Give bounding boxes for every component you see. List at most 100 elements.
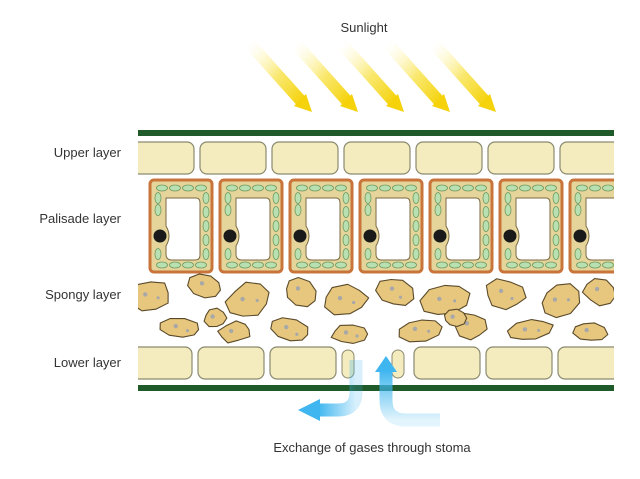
chloroplast (434, 192, 442, 204)
spongy-cell-body (506, 318, 554, 340)
spongy-cell (217, 320, 251, 344)
spongy-cell (330, 324, 369, 344)
chloroplast (519, 261, 531, 269)
sun-ray-arrowhead (294, 94, 312, 112)
gas-out-arrowhead (298, 399, 320, 421)
leaf-tissue (138, 130, 629, 391)
chloroplast (156, 184, 168, 192)
chloroplast (552, 234, 560, 246)
chloroplast (322, 261, 334, 269)
gas-exchange-caption: Exchange of gases through stoma (273, 440, 471, 455)
spongy-cell-body (398, 319, 443, 343)
nucleus (573, 229, 587, 243)
chloroplast (574, 192, 582, 204)
palisade-vacuole (305, 197, 341, 261)
spongy-cell (187, 273, 222, 299)
chloroplast (623, 193, 629, 204)
chloroplast (576, 261, 588, 269)
palisade-vacuole (165, 197, 201, 261)
spongy-cell-body (485, 278, 527, 311)
nucleus (503, 229, 517, 243)
sun-ray (337, 39, 399, 107)
chloroplast (154, 204, 162, 216)
palisade-vacuole (585, 197, 614, 261)
spongy-cell-body (159, 318, 200, 338)
upper-cuticle (138, 130, 614, 136)
upper-epidermis-cell (559, 141, 614, 175)
chloroplast (224, 204, 232, 216)
spongy-cell-body (187, 273, 222, 299)
upper-layer-label: Upper layer (54, 145, 122, 160)
chloroplast (436, 261, 448, 269)
gas-in-arrowhead (375, 356, 397, 372)
spongy-cell-body (324, 283, 370, 316)
spongy-cell (203, 307, 228, 328)
spongy-cell-body (203, 307, 228, 328)
lower-epidermis-cell (138, 346, 193, 380)
chloroplast (272, 192, 280, 204)
spongy-cell-spot (522, 327, 528, 332)
nucleus (293, 229, 307, 243)
chloroplast (195, 261, 207, 269)
chloroplast (616, 262, 627, 268)
spongy-cell-body (375, 278, 415, 307)
sun-ray (429, 39, 491, 107)
palisade-cell (568, 178, 629, 274)
palisade-cell (498, 178, 564, 274)
chloroplast (202, 248, 210, 260)
lower-layer-label: Lower layer (54, 355, 122, 370)
chloroplast (239, 184, 251, 192)
chloroplast (552, 220, 560, 232)
chloroplast (623, 235, 629, 246)
spongy-cell-body (581, 278, 614, 307)
chloroplast (309, 261, 321, 269)
chloroplast (392, 184, 404, 192)
chloroplast (545, 184, 557, 192)
spongy-cell (375, 278, 415, 307)
chloroplast (412, 206, 420, 218)
chloroplast (412, 248, 420, 260)
chloroplast (623, 221, 629, 232)
spongy-cell-body (572, 322, 609, 341)
spongy-cell-spot (450, 314, 455, 319)
chloroplast (602, 184, 614, 192)
chloroplast (272, 234, 280, 246)
palisade-cell (358, 178, 424, 274)
chloroplast (449, 184, 461, 192)
chloroplast (576, 184, 588, 192)
spongy-cell-body (541, 283, 581, 319)
chloroplast (519, 184, 531, 192)
spongy-cell (324, 283, 370, 316)
chloroplast (226, 261, 238, 269)
nucleus (363, 229, 377, 243)
spongy-cell-spot (343, 330, 349, 335)
guard-cell (391, 349, 405, 379)
chloroplast (574, 204, 582, 216)
chloroplast (342, 220, 350, 232)
spongy-layer-label: Spongy layer (45, 287, 122, 302)
spongy-cell-spot (464, 321, 470, 326)
spongy-cell-spot (199, 281, 205, 286)
chloroplast (342, 192, 350, 204)
chloroplast (482, 234, 490, 246)
chloroplast (202, 206, 210, 218)
palisade-cell (428, 178, 494, 274)
chloroplast (182, 184, 194, 192)
chloroplast (623, 207, 629, 218)
chloroplast (342, 234, 350, 246)
chloroplast (482, 220, 490, 232)
spongy-cell (159, 318, 200, 338)
chloroplast (366, 184, 378, 192)
chloroplast (379, 261, 391, 269)
upper-epidermis-cell (487, 141, 555, 175)
chloroplast (364, 192, 372, 204)
chloroplast (574, 248, 582, 260)
lower-epidermis-cell (413, 346, 481, 380)
chloroplast (379, 184, 391, 192)
chloroplast (294, 204, 302, 216)
chloroplast (342, 248, 350, 260)
spongy-cell-spot (210, 314, 215, 319)
spongy-cell-spot (228, 328, 234, 334)
spongy-cell-spot (173, 323, 178, 329)
